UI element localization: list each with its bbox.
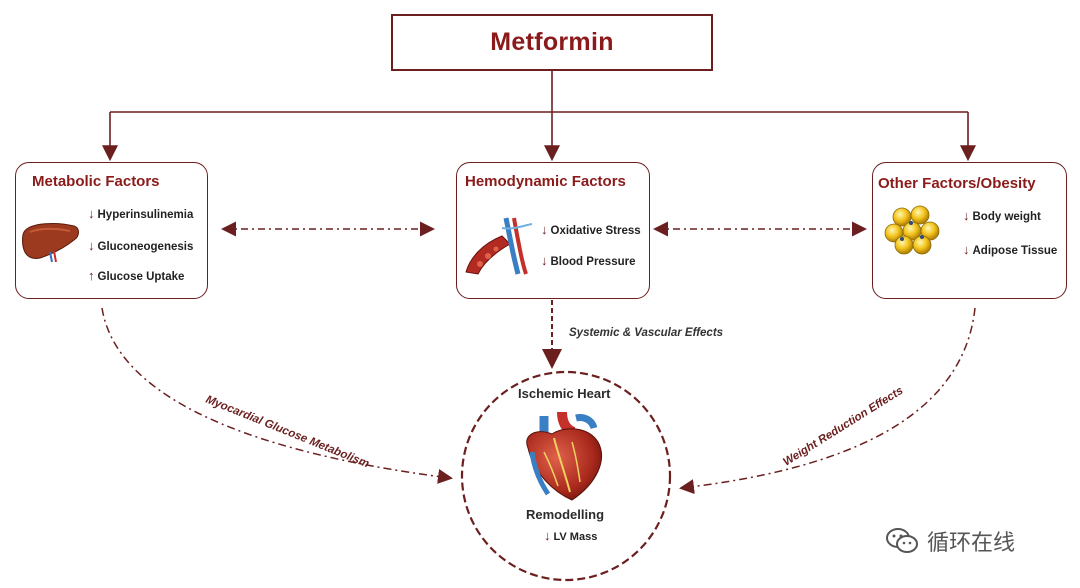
metabolic-item-label: Hyperinsulinemia	[97, 209, 194, 221]
hemodynamic-factors-title: Hemodynamic Factors	[465, 173, 626, 190]
blood-vessel-icon	[465, 217, 533, 275]
metformin-title-box: Metformin	[391, 14, 713, 71]
page-title: Metformin	[490, 28, 614, 56]
metformin-branches	[102, 71, 976, 162]
metabolic-item-glucose-uptake: ↑Glucose Uptake	[88, 268, 184, 283]
down-arrow-icon: ↓	[963, 242, 970, 257]
heart-subtitle: Remodelling	[526, 507, 605, 522]
other-item-adipose-tissue: ↓Adipose Tissue	[963, 242, 1057, 257]
heart-item-label: LV Mass	[553, 531, 598, 543]
heart-title: Ischemic Heart	[518, 386, 611, 401]
hemodynamic-item-label: Oxidative Stress	[550, 225, 641, 237]
metabolic-item-label: Gluconeogenesis	[97, 241, 194, 253]
metabolic-item-hyperinsulinemia: ↓Hyperinsulinemia	[88, 206, 193, 221]
other-item-label: Body weight	[972, 211, 1041, 223]
watermark: 循环在线	[885, 525, 1015, 557]
hemodynamic-item-label: Blood Pressure	[550, 256, 636, 268]
down-arrow-icon: ↓	[541, 222, 548, 237]
connector-label-left: Myocardial Glucose Metabolism	[204, 394, 371, 471]
curved-arrows	[101, 307, 976, 495]
down-arrow-icon: ↓	[544, 528, 551, 543]
down-arrow-icon: ↓	[541, 253, 548, 268]
other-item-body-weight: ↓Body weight	[963, 208, 1041, 223]
down-arrow-icon: ↓	[963, 208, 970, 223]
other-factors-title: Other Factors/Obesity	[878, 175, 1036, 192]
connector-label-center: Systemic & Vascular Effects	[569, 327, 724, 339]
hemodynamic-factors-box	[456, 162, 650, 299]
up-arrow-icon: ↑	[88, 268, 95, 283]
wechat-icon	[886, 528, 918, 553]
metabolic-item-label: Glucose Uptake	[97, 271, 185, 283]
metabolic-item-gluconeogenesis: ↓Gluconeogenesis	[88, 238, 193, 253]
down-arrow-icon: ↓	[88, 206, 95, 221]
watermark-text: 循环在线	[927, 531, 1016, 556]
heart-item-lv-mass: ↓LV Mass	[544, 528, 597, 543]
metabolic-factors-title: Metabolic Factors	[32, 173, 160, 190]
other-item-label: Adipose Tissue	[972, 245, 1058, 257]
down-arrow-icon: ↓	[88, 238, 95, 253]
liver-icon	[22, 223, 79, 263]
heart-circle	[460, 370, 672, 582]
connector-label-right: Weight Reduction Effects	[781, 385, 905, 469]
heart-icon	[526, 411, 603, 501]
adipose-cells-icon	[884, 205, 940, 255]
hemodynamic-item-blood-pressure: ↓Blood Pressure	[541, 253, 636, 268]
hemodynamic-item-oxidative-stress: ↓Oxidative Stress	[541, 222, 641, 237]
